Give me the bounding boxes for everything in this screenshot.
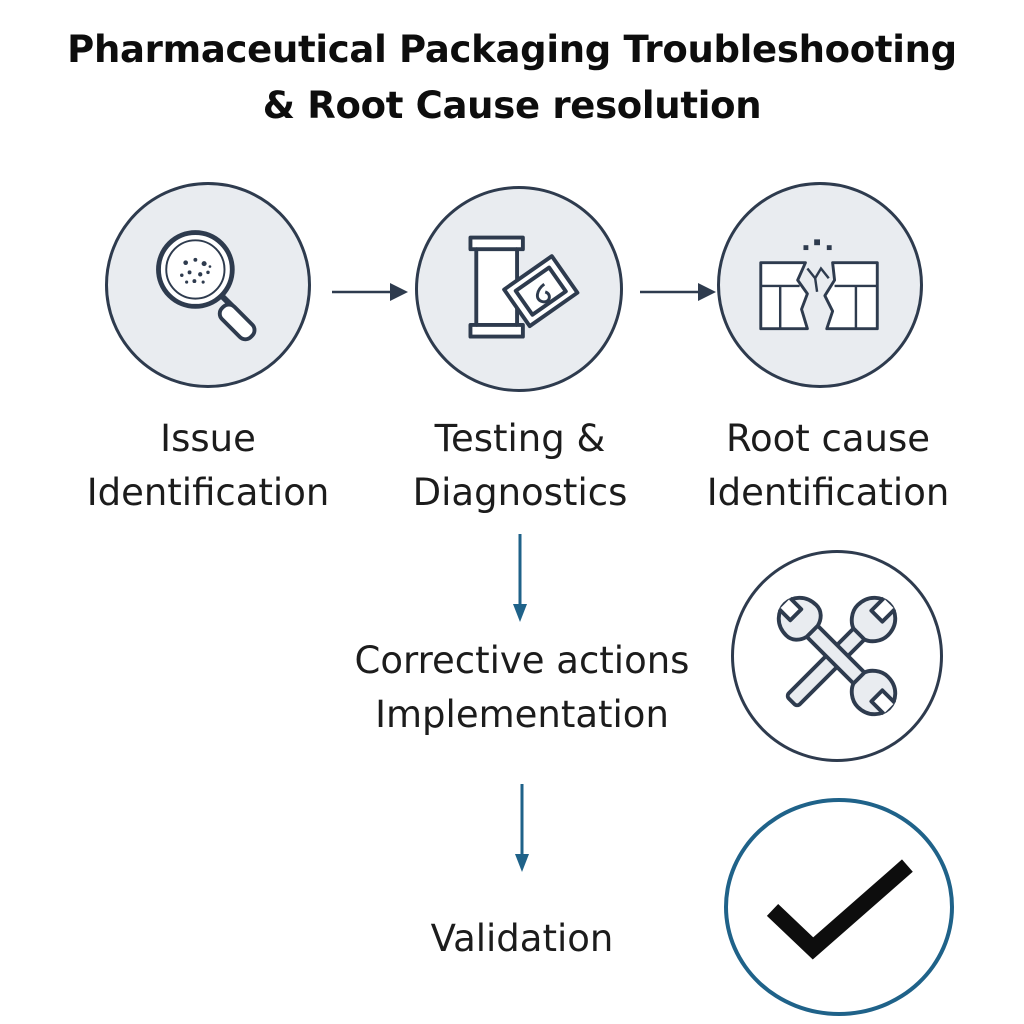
issue-identification-node	[105, 182, 311, 388]
flow-arrow-down-1	[508, 534, 532, 624]
corrective-actions-label: Corrective actions Implementation	[322, 634, 722, 742]
validation-node	[724, 798, 954, 1016]
testing-diagnostics-node	[415, 186, 623, 392]
root-cause-node	[717, 182, 923, 388]
testing-diagnostics-label: Testing & Diagnostics	[372, 412, 668, 520]
cracked-structure-icon	[759, 239, 879, 331]
wrench-cross-icon	[776, 595, 898, 717]
corrective-actions-node	[731, 550, 943, 762]
diagram-title: Pharmaceutical Packaging Troubleshooting…	[0, 22, 1024, 134]
checkmark-icon	[766, 859, 913, 960]
flow-arrow-down-2	[510, 784, 534, 874]
issue-identification-label: Issue Identification	[60, 412, 356, 520]
package-test-icon	[468, 235, 580, 339]
flow-arrow-1	[330, 280, 410, 304]
label-line: Identification	[706, 471, 950, 514]
title-line-2: & Root Cause resolution	[262, 84, 762, 127]
flow-arrow-2	[638, 280, 718, 304]
label-line: Identification	[86, 471, 330, 514]
title-line-1: Pharmaceutical Packaging Troubleshooting	[67, 28, 957, 71]
label-line: Issue	[160, 417, 256, 460]
label-line: Validation	[430, 917, 614, 960]
magnifying-glass-icon	[156, 230, 257, 342]
label-line: Testing &	[434, 417, 606, 460]
root-cause-label: Root cause Identification	[676, 412, 980, 520]
label-line: Diagnostics	[412, 471, 628, 514]
label-line: Root cause	[725, 417, 931, 460]
validation-label: Validation	[372, 912, 672, 966]
label-line: Corrective actions	[354, 639, 690, 682]
label-line: Implementation	[375, 693, 669, 736]
